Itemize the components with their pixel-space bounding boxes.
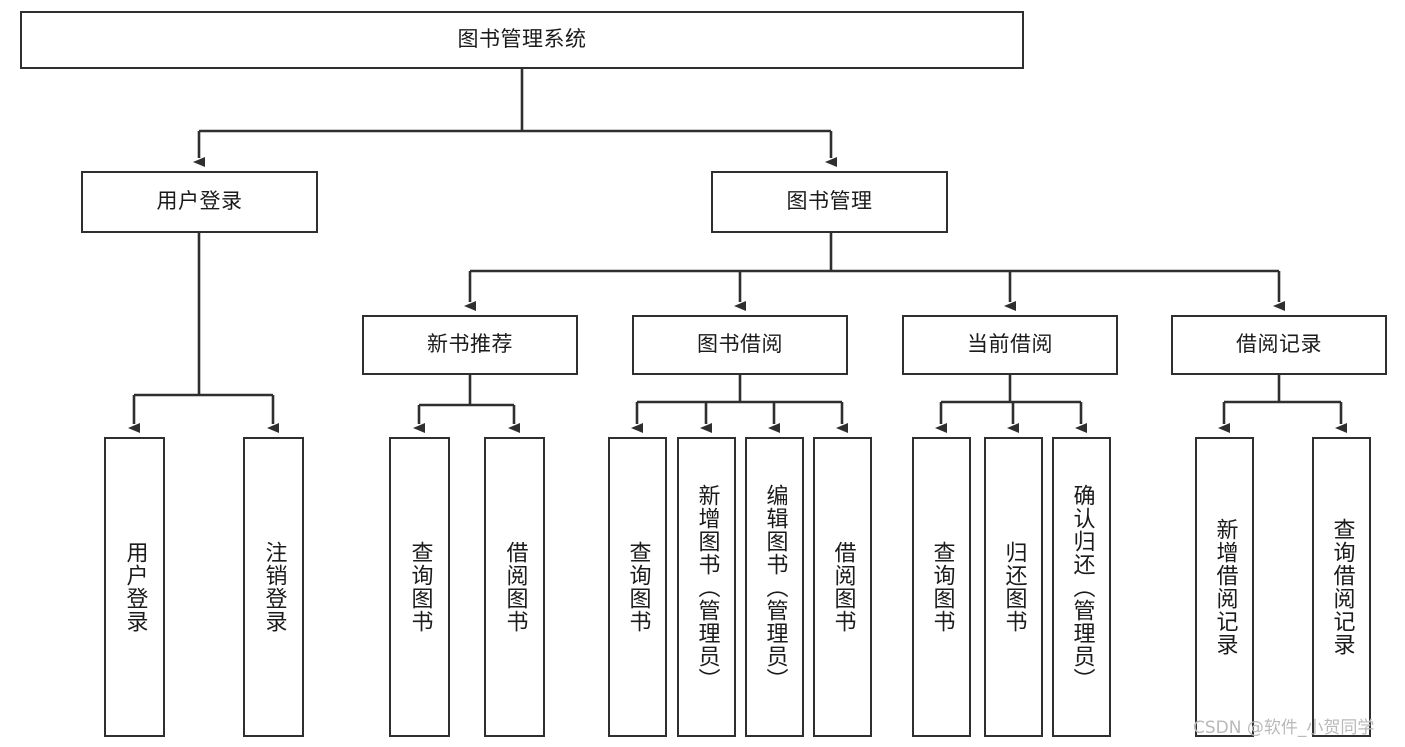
node-new-book-recommend-label: 新书推荐 (427, 332, 513, 357)
node-leaf-query-book-2-label: 查询图书 (625, 541, 651, 633)
node-borrow-record-label: 借阅记录 (1236, 332, 1322, 357)
node-new-book-recommend[interactable]: 新书推荐 (362, 315, 578, 375)
node-leaf-edit-book-label: 编辑图书（管理员） (762, 483, 788, 691)
node-leaf-borrow-book-2[interactable]: 借阅图书 (813, 437, 872, 737)
node-leaf-user-login-label: 用户登录 (122, 541, 148, 633)
node-user-login[interactable]: 用户登录 (81, 171, 318, 233)
node-root-label: 图书管理系统 (457, 27, 587, 52)
node-current-borrow[interactable]: 当前借阅 (902, 315, 1118, 375)
node-book-borrow[interactable]: 图书借阅 (632, 315, 848, 375)
node-leaf-query-record[interactable]: 查询借阅记录 (1312, 437, 1371, 737)
node-book-management[interactable]: 图书管理 (711, 171, 948, 233)
node-leaf-borrow-book-1[interactable]: 借阅图书 (484, 437, 545, 737)
node-leaf-query-book-3-label: 查询图书 (929, 541, 955, 633)
node-leaf-borrow-book-1-label: 借阅图书 (502, 541, 528, 633)
node-leaf-query-book-1-label: 查询图书 (407, 541, 433, 633)
node-current-borrow-label: 当前借阅 (967, 332, 1053, 357)
node-leaf-confirm-return-label: 确认归还（管理员） (1069, 483, 1095, 691)
node-leaf-user-logout-label: 注销登录 (261, 541, 287, 633)
node-leaf-query-book-1[interactable]: 查询图书 (389, 437, 450, 737)
node-root[interactable]: 图书管理系统 (20, 11, 1024, 69)
node-leaf-return-book-label: 归还图书 (1001, 541, 1027, 633)
node-leaf-add-record-label: 新增借阅记录 (1212, 518, 1238, 656)
node-user-login-label: 用户登录 (156, 189, 243, 214)
node-leaf-user-login[interactable]: 用户登录 (104, 437, 165, 737)
node-leaf-add-book-label: 新增图书（管理员） (694, 483, 720, 691)
node-leaf-query-book-3[interactable]: 查询图书 (912, 437, 971, 737)
node-leaf-confirm-return[interactable]: 确认归还（管理员） (1052, 437, 1111, 737)
node-leaf-return-book[interactable]: 归还图书 (984, 437, 1043, 737)
node-leaf-query-record-label: 查询借阅记录 (1329, 518, 1355, 656)
node-leaf-add-book[interactable]: 新增图书（管理员） (677, 437, 736, 737)
node-leaf-borrow-book-2-label: 借阅图书 (830, 541, 856, 633)
node-book-borrow-label: 图书借阅 (697, 332, 783, 357)
node-leaf-edit-book[interactable]: 编辑图书（管理员） (745, 437, 804, 737)
node-borrow-record[interactable]: 借阅记录 (1171, 315, 1387, 375)
node-leaf-query-book-2[interactable]: 查询图书 (608, 437, 667, 737)
node-leaf-user-logout[interactable]: 注销登录 (243, 437, 304, 737)
node-leaf-add-record[interactable]: 新增借阅记录 (1195, 437, 1254, 737)
node-book-management-label: 图书管理 (786, 189, 873, 214)
watermark: CSDN @软件_小贺同学 (1193, 718, 1375, 738)
